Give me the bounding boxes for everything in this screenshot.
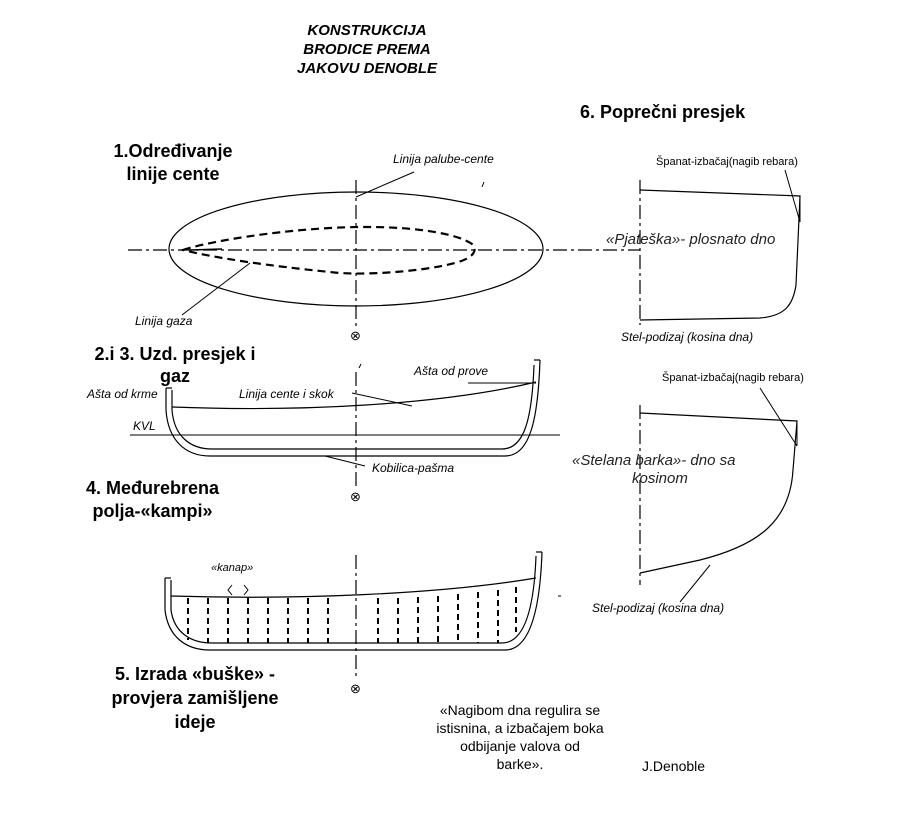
step23-line-1: 2.i 3. Uzd. presjek i: [94, 344, 256, 364]
step4-line-1: 4. Međurebrena: [85, 478, 220, 498]
title-line-3: JAKOVU DENOBLE: [296, 60, 438, 77]
leader-kobilica: [324, 455, 366, 467]
axis-mark-2: ⊗: [350, 489, 361, 504]
hull2-inner: [170, 555, 537, 644]
kanap-mark-right: [243, 584, 249, 596]
label-stelana-line-2: kosinom: [632, 470, 688, 487]
label-spanat-2: Španat-izbačaj(nagib rebara): [662, 372, 804, 384]
tick-mark-2: [358, 363, 362, 369]
title-line-1: KONSTRUKCIJA: [307, 22, 427, 39]
sheer-line: [171, 381, 537, 410]
leader-gaza: [181, 262, 251, 316]
kanap-marks: [227, 584, 249, 596]
leader-deck: [355, 171, 415, 198]
cs2-stel-leader: [679, 564, 711, 603]
step6-heading: 6. Poprečni presjek: [580, 102, 746, 122]
hull-outer: [165, 359, 541, 457]
label-linija-gaza: Linija gaza: [135, 314, 193, 328]
step23-line-2: gaz: [159, 366, 190, 386]
leader-linija-cente: [351, 392, 413, 407]
label-stel-2: Stel-podizaj (kosina dna): [592, 601, 725, 615]
hull2-sheer: [170, 577, 537, 598]
label-stelana-line-1: «Stelana barka»- dno sa: [572, 452, 736, 469]
kanap-mark-left: [227, 584, 233, 596]
cs1-spanat-slope: [784, 169, 801, 223]
axis-mark-1: ⊗: [350, 328, 361, 343]
cs2-spanat-slope: [759, 387, 798, 447]
waterline-curve: [179, 225, 476, 275]
label-pjateska: «Pjateška»- plosnato dno: [606, 231, 776, 248]
step5-line-3: ideje: [174, 712, 216, 732]
cs1-profile: [639, 189, 801, 321]
step1-line-2: linije cente: [126, 164, 220, 184]
label-stel-1: Stel-podizaj (kosina dna): [621, 330, 754, 344]
label-linija-palube: Linija palube-cente: [393, 152, 494, 166]
label-linija-cente-skok: Linija cente i skok: [239, 387, 334, 401]
label-spanat-1: Španat-izbačaj(nagib rebara): [656, 156, 798, 168]
step4-line-2: polja-«kampi»: [92, 501, 213, 521]
quote-line-1: «Nagibom dna regulira se: [439, 702, 601, 718]
label-asta-prove: Ašta od prove: [414, 364, 489, 378]
quote-line-4: barke».: [496, 756, 544, 772]
label-kobilica: Kobilica-pašma: [372, 461, 455, 475]
label-kanap: «kanap»: [211, 562, 254, 574]
hull2-outer: [164, 551, 543, 651]
quote-line-2: istisnina, a izbačajem boka: [436, 720, 604, 736]
quote-line-3: odbijanje valova od: [460, 738, 580, 754]
step5-line-2: provjera zamišljene: [111, 688, 279, 708]
step5-line-1: 5. Izrada «buške» -: [114, 664, 276, 684]
author-signature: J.Denoble: [642, 758, 706, 774]
step1-line-1: 1.Određivanje: [113, 141, 233, 161]
tick-mark: [481, 181, 485, 188]
cs2-profile: [639, 412, 798, 574]
label-asta-krme: Ašta od krme: [87, 387, 158, 401]
frame-lines: [187, 587, 517, 643]
title-line-2: BRODICE PREMA: [303, 41, 431, 58]
label-kvl: KVL: [133, 419, 156, 433]
axis-mark-3: ⊗: [350, 681, 361, 696]
hull-inner: [171, 364, 535, 450]
